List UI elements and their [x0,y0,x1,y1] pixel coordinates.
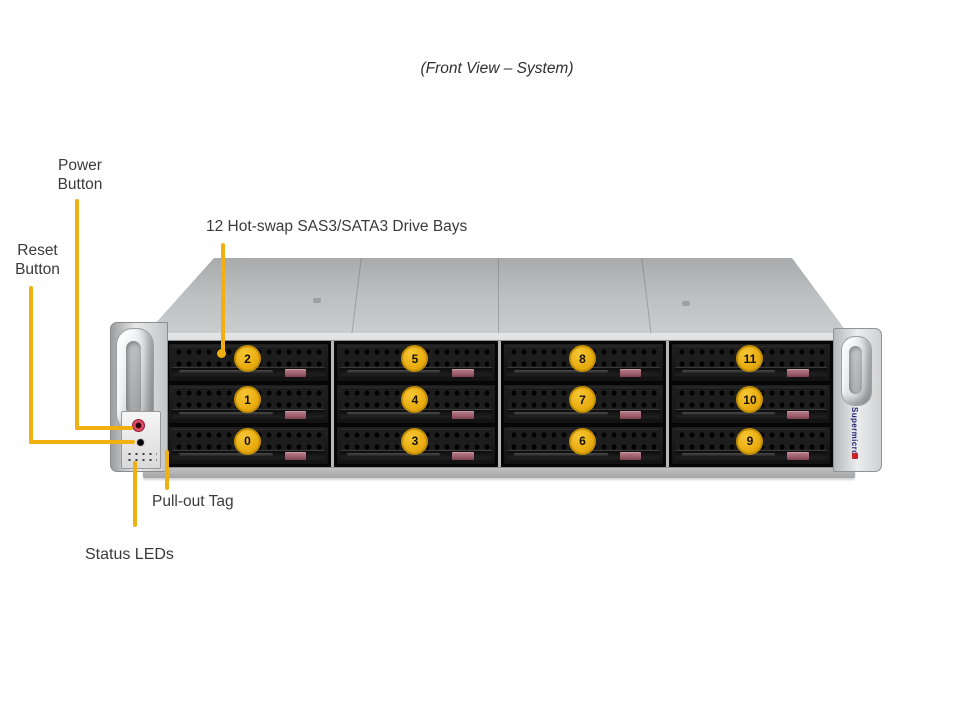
drive-bay-10: 10 [670,384,831,424]
lid-latch-mark [313,298,322,304]
bay-number-badge: 4 [401,386,429,414]
bay-number-badge: 2 [233,345,261,372]
bay-column-4: 11 10 9 [668,341,833,467]
drive-tray-latch [284,369,307,378]
reset-callout-line-horizontal [29,440,135,444]
diagram-title: (Front View – System) [420,60,574,77]
handle-slot [346,452,441,456]
power-button-label: Power Button [38,156,122,194]
bay-number-badge: 0 [233,427,261,455]
chassis-top-lid [145,258,849,335]
drive-bay-1: 1 [168,384,329,424]
drive-tray-latch [787,410,809,419]
handle-slot [346,370,441,374]
drive-bay-11: 11 [670,343,831,383]
drive-tray-latch [452,451,474,460]
left-rack-ear [110,322,168,472]
left-ear-handle-slot [126,341,141,415]
supermicro-logo-dot [852,453,858,459]
drive-bay-6: 6 [503,425,664,465]
drive-tray-latch [787,451,809,460]
drive-bay-3: 3 [335,425,496,465]
bay-number-badge: 10 [736,386,764,414]
drive-bay-grid: 2 1 0 [165,340,834,468]
status-leds-label: Status LEDs [85,546,174,563]
bay-column-3: 8 7 6 [501,341,666,467]
lid-seam [641,258,653,335]
power-callout-line-horizontal [75,426,133,430]
bay-column-2: 5 4 3 [333,341,498,467]
drive-bay-0: 0 [168,425,329,465]
server-chassis: 2 1 0 [110,256,882,482]
drive-tray-latch [619,369,642,378]
pull-out-tag-label: Pull-out Tag [152,493,234,510]
drive-bays-label: 12 Hot-swap SAS3/SATA3 Drive Bays [206,218,468,235]
drive-tray-latch [619,410,642,419]
reset-button-label: Reset Button [0,241,75,279]
power-button-label-line2: Button [57,176,103,193]
bay-number-badge: 5 [401,345,429,372]
control-panel [121,411,161,469]
lid-seam [497,258,499,335]
bay-column-1: 2 1 0 [166,341,331,467]
drive-tray-latch [619,451,642,460]
drive-bay-4: 4 [335,384,496,424]
power-button [132,419,145,432]
bay-number-badge: 6 [568,427,596,455]
power-button-label-line1: Power [58,157,102,174]
drive-bay-9: 9 [670,425,831,465]
drive-tray-latch [452,369,474,378]
drive-tray-latch [284,410,307,419]
bay-number-badge: 8 [568,345,596,372]
handle-slot [514,370,608,374]
reset-callout-line-vertical [29,286,33,444]
reset-button-label-line2: Button [15,261,60,278]
drive-bays-callout-dot [217,349,226,358]
bay-number-badge: 11 [736,345,764,372]
handle-slot [514,452,608,456]
right-rack-ear: Supermicro [833,328,882,472]
status-leds [126,451,157,464]
handle-slot [681,452,776,456]
drive-tray-latch [284,451,307,460]
handle-slot [681,370,776,374]
supermicro-logo-text: Supermicro [850,407,859,456]
lid-seam [350,258,362,335]
drive-bays-callout-line [221,243,225,355]
handle-slot [179,452,273,456]
drive-tray-latch [787,369,809,378]
lid-latch-mark [681,301,690,307]
handle-slot [179,411,273,415]
status-leds-callout-line [133,461,137,527]
drive-bay-2: 2 [168,343,329,383]
pull-out-tag-callout-line [165,450,169,490]
drive-bay-7: 7 [503,384,664,424]
handle-slot [514,411,608,415]
bay-number-badge: 9 [736,427,764,455]
bay-number-badge: 7 [568,386,596,414]
handle-slot [179,370,273,374]
reset-button-label-line1: Reset [17,242,58,259]
bay-number-badge: 3 [401,427,429,455]
right-ear-handle-slot [849,346,862,394]
power-callout-line-vertical [75,199,79,430]
bay-number-badge: 1 [233,386,261,414]
right-ear-handle [841,336,872,406]
chassis-front-panel: 2 1 0 [143,334,855,478]
drive-bay-5: 5 [335,343,496,383]
drive-bay-8: 8 [503,343,664,383]
handle-slot [681,411,776,415]
drive-tray-latch [452,410,474,419]
reset-button [136,438,145,447]
handle-slot [346,411,441,415]
